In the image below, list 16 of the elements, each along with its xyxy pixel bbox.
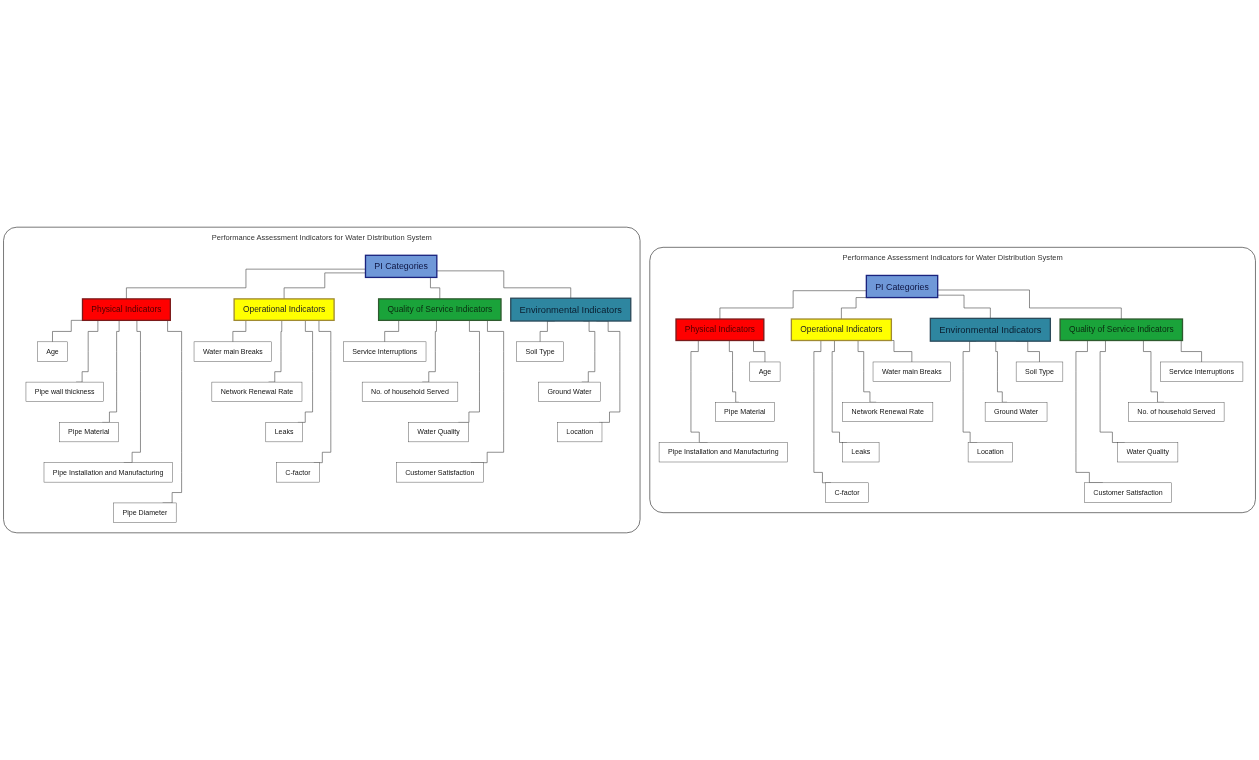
node-box: Environmental Indicators [929,317,1051,342]
connector [937,294,991,319]
node-box: Operational Indicators [790,318,893,342]
node-box: Operational Indicators [233,298,335,322]
connector [436,270,572,299]
connector [937,289,1122,320]
node-box: Environmental Indicators [510,297,632,322]
connector [719,290,867,320]
node-box: Quality of Service Indicators [1059,318,1184,342]
connector [283,272,366,300]
node-box: PI Categories [364,254,438,279]
node-box: Quality of Service Indicators [377,298,502,322]
connector [126,268,366,300]
node-box: PI Categories [865,274,939,299]
node-box: Physical Indicators [81,298,171,322]
node-box: Physical Indicators [675,318,765,342]
